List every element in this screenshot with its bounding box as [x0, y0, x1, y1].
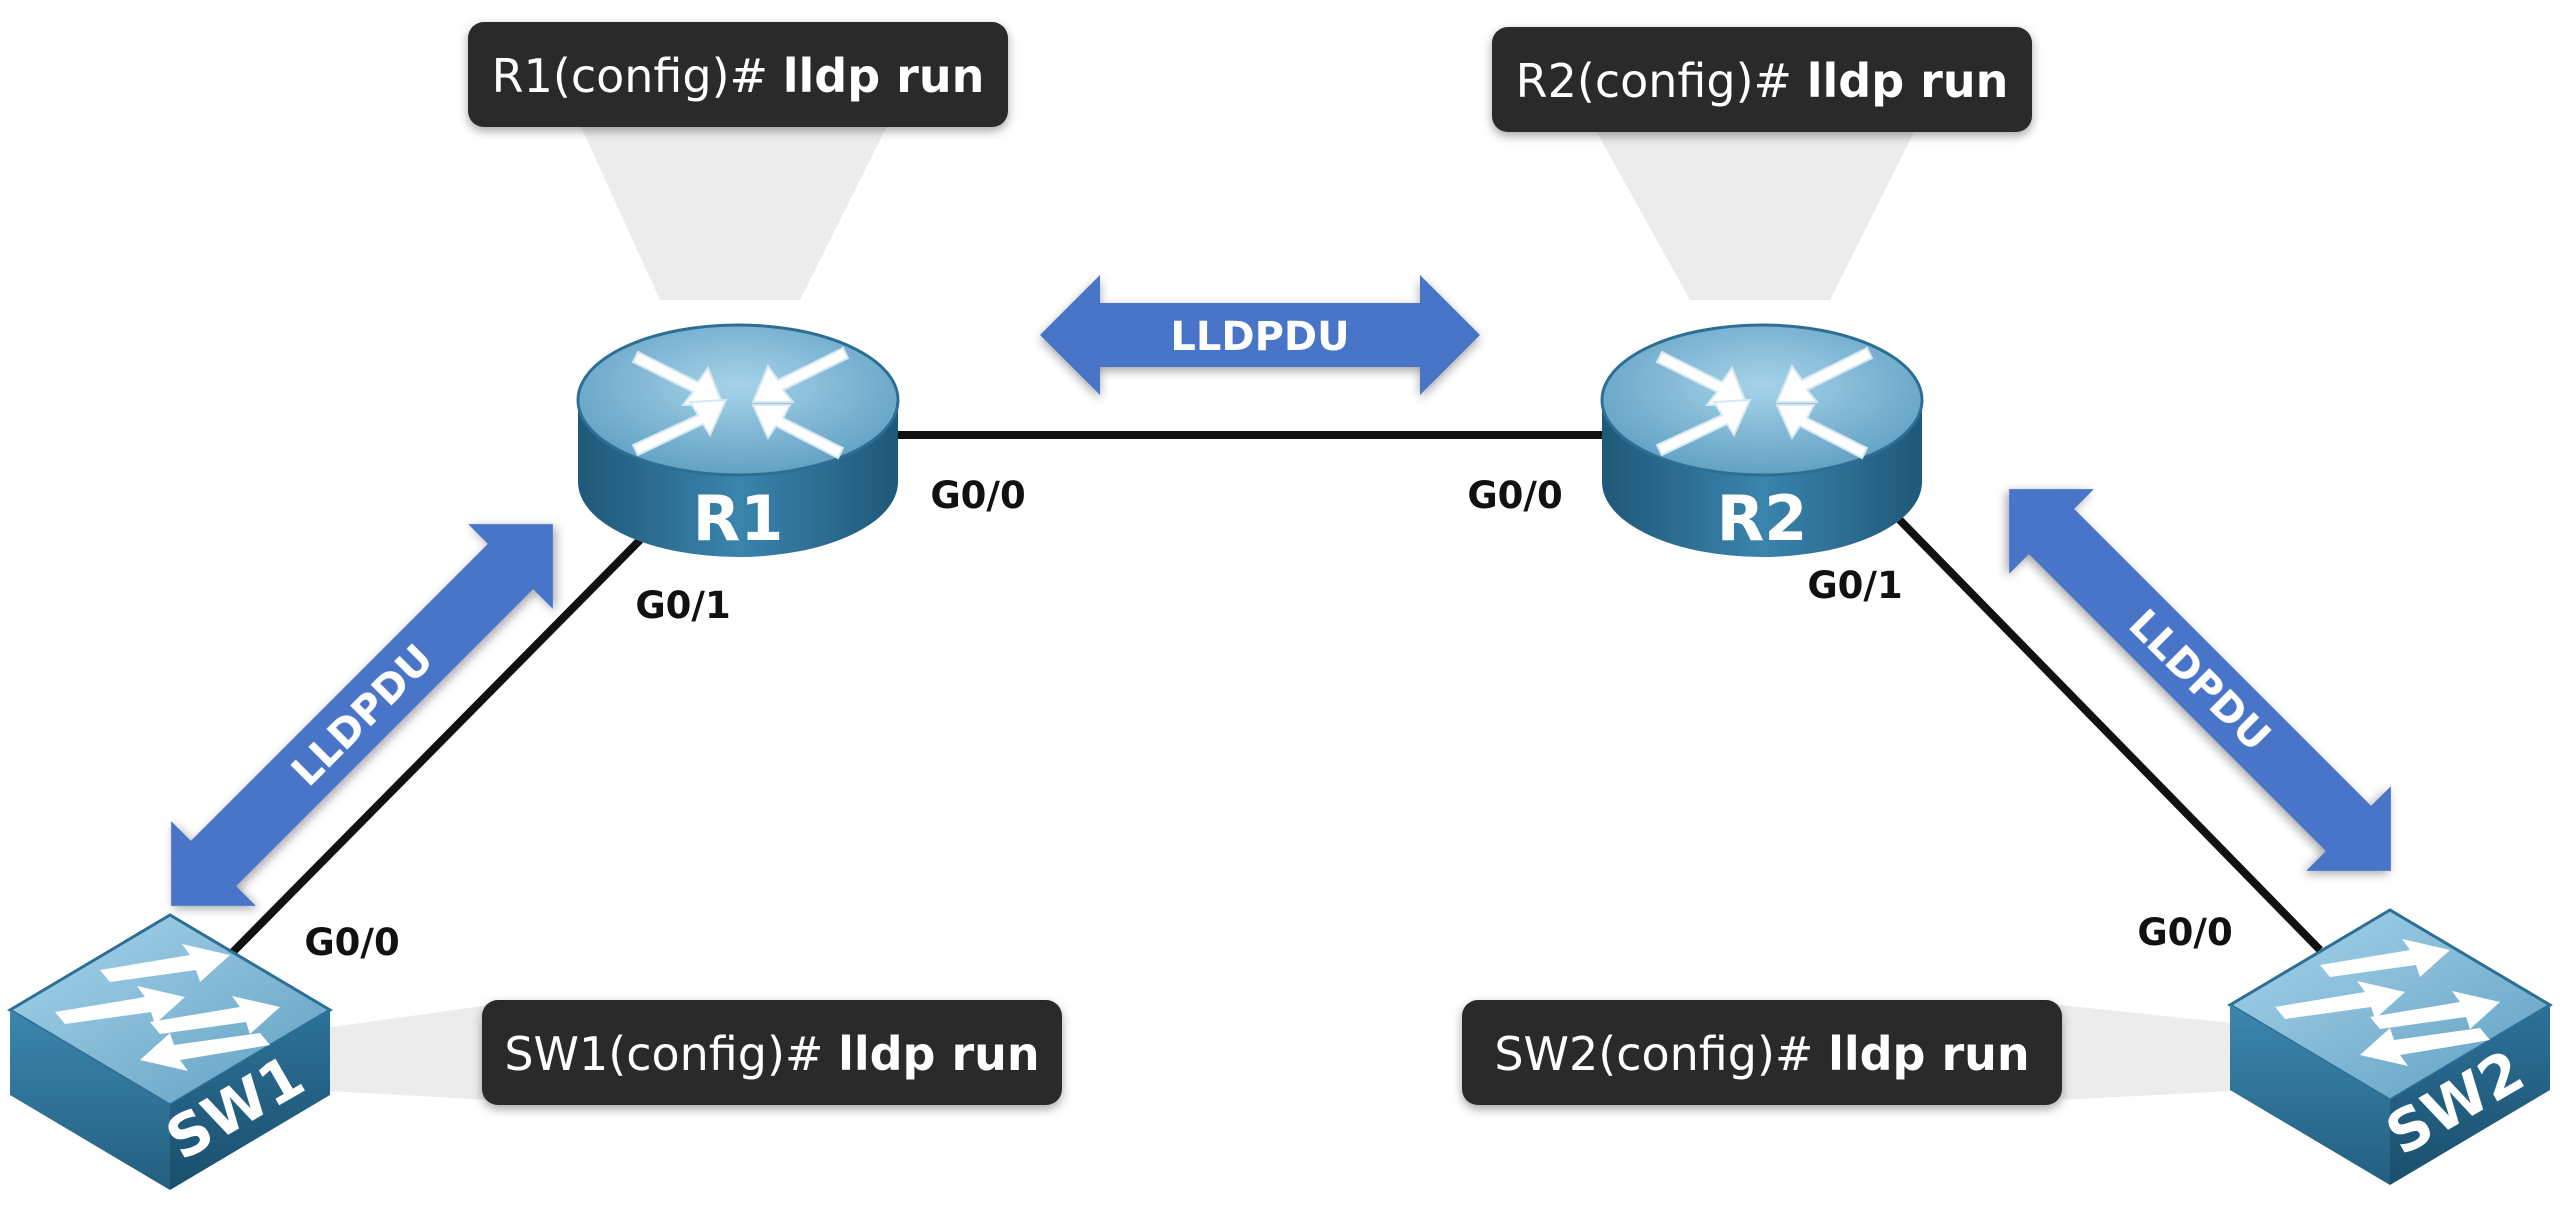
command-box-r2: R2(config)# lldp run — [1492, 27, 2032, 132]
lldpdu-arrow-left: LLDPDU — [171, 524, 553, 906]
port-label-r1-g0-1: G0/1 — [635, 584, 730, 627]
router-r1-label: R1 — [693, 482, 784, 555]
port-label-sw1-g0-0: G0/0 — [304, 921, 399, 964]
command-box-sw2: SW2(config)# lldp run — [1462, 1000, 2062, 1105]
switch-sw1[interactable]: SW1 — [7, 913, 333, 1190]
port-label-r2-g0-0: G0/0 — [1467, 474, 1562, 517]
link-r2-sw2 — [1887, 507, 2323, 953]
router-arrows-icon — [631, 346, 850, 460]
router-arrows-icon — [1655, 346, 1874, 460]
callout-beam-sw1 — [310, 1005, 490, 1100]
lldpdu-arrow-right: LLDPDU — [2009, 489, 2391, 871]
switch-arrows-icon — [55, 944, 280, 1071]
router-r2-label: R2 — [1717, 482, 1808, 555]
command-text-sw2: SW2(config)# lldp run — [1494, 1027, 2029, 1081]
command-box-sw1: SW1(config)# lldp run — [482, 1000, 1062, 1105]
switch-sw2[interactable]: SW2 — [2227, 908, 2553, 1185]
callout-beam-r2 — [1590, 120, 1920, 300]
router-r2[interactable]: R2 — [1600, 323, 1924, 557]
port-label-r2-g0-1: G0/1 — [1807, 564, 1902, 607]
command-box-r1: R1(config)# lldp run — [468, 22, 1008, 127]
switch-arrows-icon — [2275, 939, 2500, 1066]
command-text-sw1: SW1(config)# lldp run — [504, 1027, 1039, 1081]
command-text-r2: R2(config)# lldp run — [1516, 54, 2009, 108]
callout-beam-r1 — [578, 120, 890, 300]
lldpdu-label-right: LLDPDU — [2120, 601, 2279, 760]
link-r1-sw1 — [222, 537, 643, 963]
lldpdu-label-left: LLDPDU — [283, 636, 442, 795]
port-label-sw2-g0-0: G0/0 — [2137, 911, 2232, 954]
lldpdu-label-top: LLDPDU — [1170, 314, 1349, 360]
callout-beam-sw2 — [2060, 1005, 2250, 1100]
lldpdu-arrow-top — [1040, 275, 1480, 395]
port-label-r1-g0-0: G0/0 — [930, 474, 1025, 517]
command-text-r1: R1(config)# lldp run — [492, 49, 985, 103]
router-r1[interactable]: R1 — [576, 323, 900, 557]
